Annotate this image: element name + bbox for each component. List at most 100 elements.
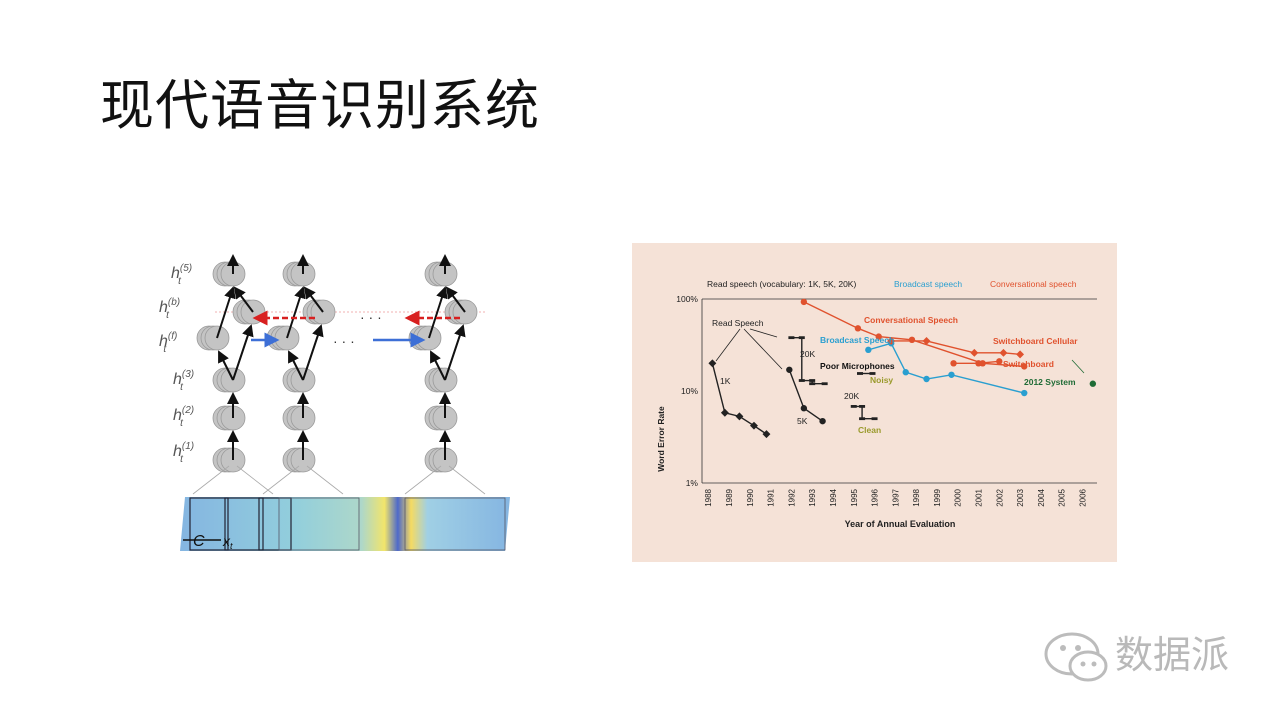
x-tick-label: 2002 [995,488,1004,506]
data-point [950,360,957,367]
series-20k [788,336,828,386]
rnn-connection [445,286,466,313]
rnn-connection [444,324,466,381]
data-point [850,405,857,408]
data-point [857,372,863,375]
rnn-connection [428,286,448,339]
watermark-text: 数据派 [1115,633,1230,677]
legend-conversational-speech: Conversational speech [990,279,1077,289]
data-point [923,375,930,383]
x-tick-label: 2003 [1016,488,1025,506]
data-point [908,336,916,344]
data-point [708,359,717,368]
label-h5: h(5)t [171,263,192,287]
x-tick-label: 1998 [912,488,921,506]
data-point [798,336,805,340]
data-point [809,382,816,386]
series-switchboard-cellular [887,336,1025,359]
rnn-connection [216,286,236,339]
chart-annotations: Read Speech 1K 20K 5K 20K Poor Microphon… [712,315,1078,435]
annotation-5k: 5K [797,416,808,426]
series-20k [850,405,878,421]
rnn-connection [303,286,324,313]
data-point [1089,380,1097,387]
x-tick-label: 2004 [1037,488,1046,506]
annotation-read-speech: Read Speech [712,318,764,328]
rnn-connection [232,324,254,381]
input-label: xt [222,533,233,551]
data-point [859,405,866,408]
x-tick-label: 2005 [1058,488,1067,506]
rnn-column [404,254,486,495]
series-poor-microphones [857,372,876,375]
data-point [902,369,909,376]
ellipsis-top: · · · [360,309,382,325]
data-point [948,371,955,378]
x-tick-label: 1997 [891,488,900,506]
x-tick-label: 1995 [850,488,859,506]
series-5k [786,366,826,425]
series-2012-system [1089,380,1097,387]
data-point [762,430,771,439]
ellipsis-mid: · · · [333,333,355,349]
data-point [996,358,1003,365]
data-point [788,336,795,340]
annotation-clean: Clean [858,425,881,435]
data-point [1021,363,1028,370]
x-tick-label: 1996 [871,488,880,506]
y-tick-label: 100% [676,294,698,304]
x-tick-label: 2000 [954,488,963,506]
series-line [853,405,875,420]
annotation-1k: 1K [720,376,731,386]
data-point [1021,389,1028,397]
data-point [1016,350,1025,359]
y-tick-label: 10% [681,386,698,396]
annotation-arrows [715,328,1085,374]
annotation-2012-system: 2012 System [1024,377,1076,387]
series-broadcast-speech [865,340,1028,397]
data-point [865,346,872,354]
x-tick-label: 2001 [975,488,984,506]
annotation-20k-b: 20K [844,391,859,401]
x-tick-label: 1994 [829,488,838,506]
x-tick-label: 1989 [725,488,734,506]
y-axis-label: Word Error Rate [656,406,666,472]
series-line [803,301,1025,368]
rnn-columns [192,254,486,495]
rnn-connection [430,350,446,381]
rnn-column [262,254,344,495]
data-point [869,372,876,375]
series-line [868,342,1025,394]
spectrogram-input: C xt [180,497,510,551]
label-hf: h(f)t [159,331,177,355]
rnn-connection [218,350,234,381]
data-point [859,417,866,421]
annotation-noisy: Noisy [870,375,893,385]
series-conversational-speech [800,298,1028,370]
x-tick-label: 2006 [1078,488,1087,506]
wer-chart: Read speech (vocabulary: 1K, 5K, 20K) Br… [632,243,1117,562]
x-tick-label: 1993 [808,488,817,506]
data-point [800,298,808,306]
chart-background [632,243,1117,562]
context-label: C [193,533,205,550]
label-h1: h(1)t [173,441,194,465]
chart-legend: Read speech (vocabulary: 1K, 5K, 20K) Br… [707,279,1077,289]
data-point [871,417,878,421]
slide-title: 现代语音识别系统 [100,74,540,137]
data-point [735,412,744,421]
data-point [819,417,826,425]
data-point [786,366,793,373]
rnn-connection [233,286,254,313]
annotation-switchboard: Switchboard [1003,359,1054,369]
x-tick-label: 1992 [787,488,796,506]
annotation-20k: 20K [800,349,815,359]
layer-labels: h(5)t h(b)t h(f)t h(3)t h(2)t h(1)t [159,263,194,465]
data-point [975,360,982,367]
annotation-poor-microphones: Poor Microphones [820,361,895,371]
annotation-conversational-speech: Conversational Speech [864,315,958,325]
y-tick-label: 1% [686,478,699,488]
x-tick-label: 1999 [933,488,942,506]
annotation-broadcast-speech: Broadcast Speech [820,335,894,345]
